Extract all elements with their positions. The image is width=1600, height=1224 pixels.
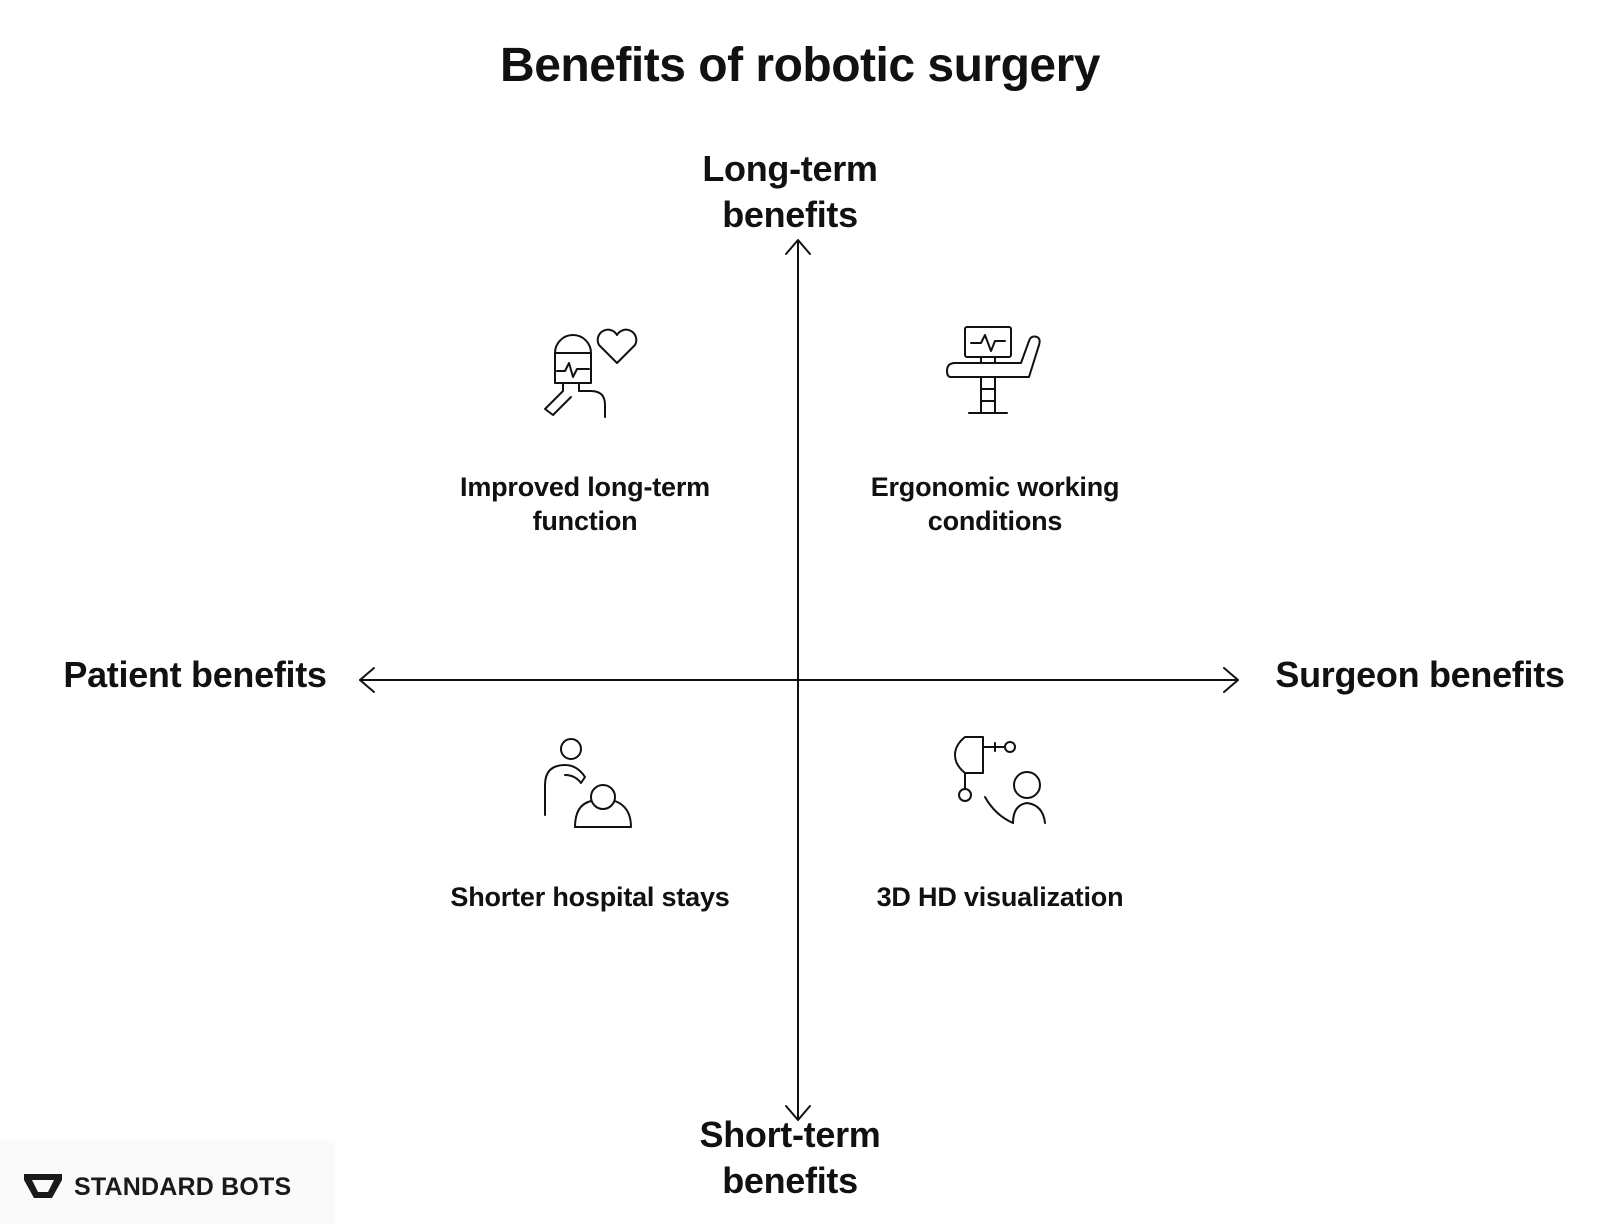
standard-bots-logo-icon xyxy=(24,1174,62,1198)
quadrant-label-bottom-left: Shorter hospital stays xyxy=(450,882,730,912)
quadrant-label-bottom-right: 3D HD visualization xyxy=(876,882,1124,912)
arrow-right-icon xyxy=(1223,667,1239,693)
brand-logo: STANDARD BOTS xyxy=(0,1140,335,1224)
surgical-chair-monitor-icon xyxy=(946,326,1041,414)
surgeon-display-icon xyxy=(954,736,1046,824)
iv-heart-hand-icon xyxy=(544,328,638,418)
axis-label-right: Surgeon benefits xyxy=(1275,654,1565,695)
axis-label-left: Patient benefits xyxy=(63,654,327,695)
diagram-title: Benefits of robotic surgery xyxy=(500,39,1100,92)
arrow-down-icon xyxy=(785,1105,811,1121)
arrow-left-icon xyxy=(359,667,375,693)
caregiver-patient-icon xyxy=(544,738,632,828)
arrow-up-icon xyxy=(785,239,811,255)
brand-name: STANDARD BOTS xyxy=(74,1173,292,1201)
